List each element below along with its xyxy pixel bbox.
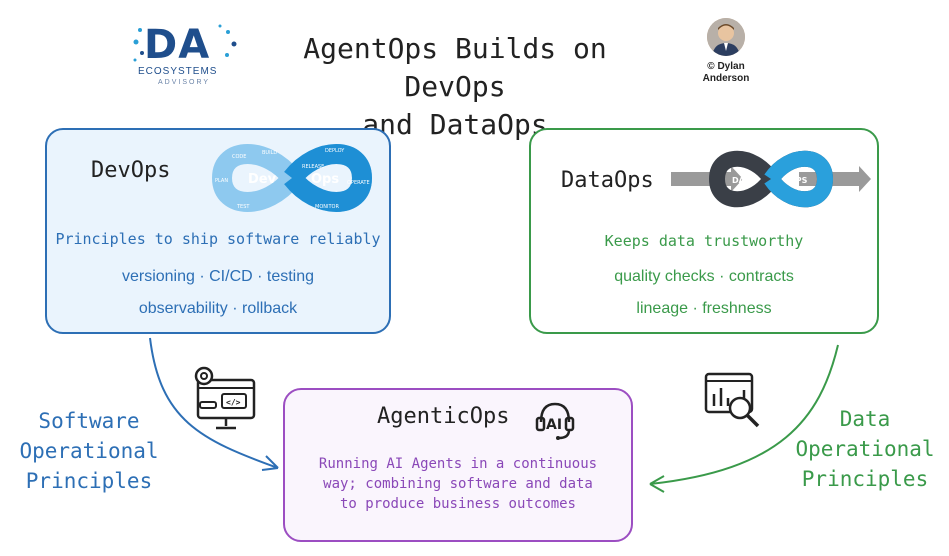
dataops-box: DataOps DATA OPS Keeps data trustworthy … <box>529 128 879 334</box>
credit-line-1: © Dylan <box>707 61 745 72</box>
ai-icon-text: AI <box>546 417 562 433</box>
ai-headset-icon: AI <box>535 402 575 440</box>
svg-text:OPERATE: OPERATE <box>347 180 370 186</box>
logo-letters: DA <box>144 22 211 68</box>
devops-box: DevOps CODE BUILD PLAN TEST RELEASE DEPL… <box>45 128 391 334</box>
left-label-line-1: Software <box>38 409 140 433</box>
svg-text:DEPLOY: DEPLOY <box>325 148 345 154</box>
right-label-line-1: Data <box>839 407 891 431</box>
da-ecosystems-logo: DA ECOSYSTEMS ADVISORY <box>130 20 240 90</box>
svg-text:</>: </> <box>226 398 241 407</box>
devops-line-1: versioning · CI/CD · testing <box>121 268 315 285</box>
software-principles-label: Software Operational Principles <box>14 406 164 496</box>
person-icon <box>707 18 745 56</box>
left-label-line-3: Principles <box>25 469 153 493</box>
svg-text:RELEASE: RELEASE <box>302 164 324 170</box>
author-credit: © Dylan Anderson <box>690 61 762 85</box>
title-line-1: AgentOps Builds on DevOps <box>303 32 607 103</box>
svg-text:TEST: TEST <box>236 204 250 210</box>
agentic-desc-line-2: way; combining software and data <box>323 476 593 492</box>
software-development-icon: </> <box>194 366 256 430</box>
title-line-2: and DataOps <box>362 108 548 141</box>
devops-subtitle: Principles to ship software reliably <box>55 230 381 248</box>
dataops-line-1: quality checks · contracts <box>614 268 794 285</box>
svg-text:MONITOR: MONITOR <box>315 204 339 210</box>
data-arrowhead <box>649 475 665 493</box>
agenticops-title: AgenticOps <box>377 404 510 429</box>
software-arrow <box>149 337 279 469</box>
data-arrow <box>649 344 839 485</box>
dataops-title: DataOps <box>561 168 654 193</box>
page-title: AgentOps Builds on DevOps and DataOps <box>245 30 665 144</box>
svg-text:CODE: CODE <box>232 154 246 160</box>
author-avatar <box>707 18 745 56</box>
svg-text:BUILD: BUILD <box>262 150 277 156</box>
loop-dev-label: Dev <box>248 172 277 187</box>
data-principles-label: Data Operational Principles <box>790 404 940 494</box>
agenticops-description: Running AI Agents in a continuous way; c… <box>285 454 631 514</box>
svg-text:PLAN: PLAN <box>215 178 228 184</box>
loop-data-label: DATA <box>732 176 756 185</box>
right-label-line-2: Operational <box>795 437 935 461</box>
right-label-line-3: Principles <box>801 467 929 491</box>
devops-line-2: observability · rollback <box>138 300 298 317</box>
agenticops-box: AgenticOps AI Running AI Agents in a con… <box>283 388 633 542</box>
logo-subtitle: ECOSYSTEMS <box>138 66 218 77</box>
devops-title: DevOps <box>91 158 171 183</box>
credit-line-2: Anderson <box>702 73 750 84</box>
logo-subtitle-2: ADVISORY <box>158 79 211 86</box>
loop-ops-label-2: OPS <box>789 176 808 185</box>
agentic-desc-line-3: to produce business outcomes <box>339 496 576 512</box>
dataops-line-2: lineage · freshness <box>636 300 772 317</box>
agentic-desc-line-1: Running AI Agents in a continuous <box>318 456 598 472</box>
dataops-infinity-loop-icon: DATA OPS <box>671 150 871 208</box>
dataops-subtitle: Keeps data trustworthy <box>604 232 804 250</box>
logo-dots-icon <box>133 24 237 62</box>
left-label-line-2: Operational <box>19 439 159 463</box>
loop-ops-label: Ops <box>311 172 339 187</box>
data-analysis-icon <box>704 372 760 428</box>
devops-infinity-loop-icon: CODE BUILD PLAN TEST RELEASE DEPLOY OPER… <box>211 144 373 212</box>
software-arrowhead <box>261 455 279 471</box>
